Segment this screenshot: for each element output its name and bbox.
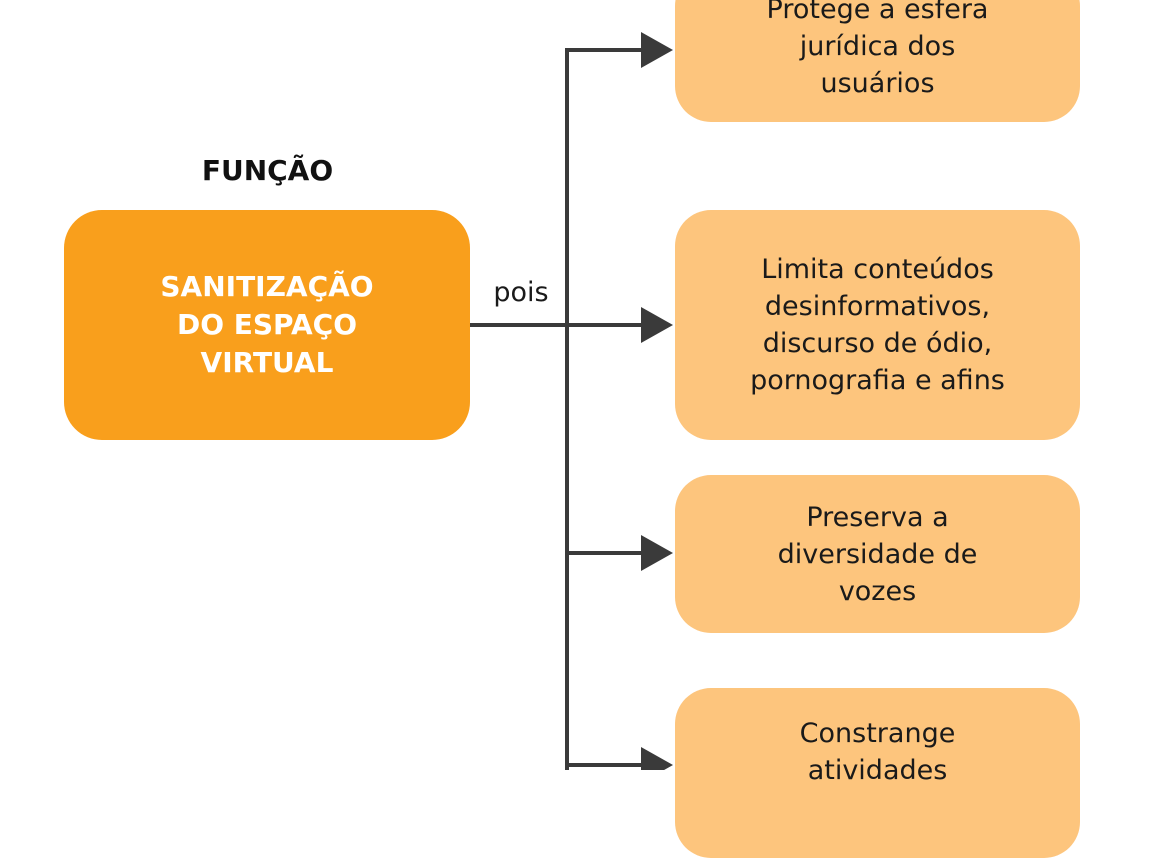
- result-node-3: Preserva a diversidade de vozes: [675, 475, 1080, 633]
- arrowhead-1: [641, 32, 673, 68]
- result-node-2-label: Limita conteúdos desinformativos, discur…: [750, 254, 1005, 396]
- arrowhead-4: [641, 747, 673, 770]
- result-node-4: Constrange atividades: [675, 688, 1080, 858]
- function-heading: FUNÇÃO: [201, 154, 334, 187]
- result-node-4-label: Constrange atividades: [799, 718, 956, 786]
- arrowhead-3: [641, 535, 673, 571]
- connector-label: pois: [493, 277, 549, 308]
- result-node-1: Protege a esfera jurídica dos usuários: [675, 0, 1080, 122]
- connector-lines: [470, 32, 673, 770]
- arrowhead-2: [641, 307, 673, 343]
- result-node-3-label: Preserva a diversidade de vozes: [777, 501, 978, 607]
- main-node: SANITIZAÇÃO DO ESPAÇO VIRTUAL: [64, 210, 470, 440]
- result-node-2: Limita conteúdos desinformativos, discur…: [675, 210, 1080, 440]
- main-node-label: SANITIZAÇÃO DO ESPAÇO VIRTUAL: [160, 270, 374, 379]
- result-node-1-label: Protege a esfera jurídica dos usuários: [766, 0, 989, 99]
